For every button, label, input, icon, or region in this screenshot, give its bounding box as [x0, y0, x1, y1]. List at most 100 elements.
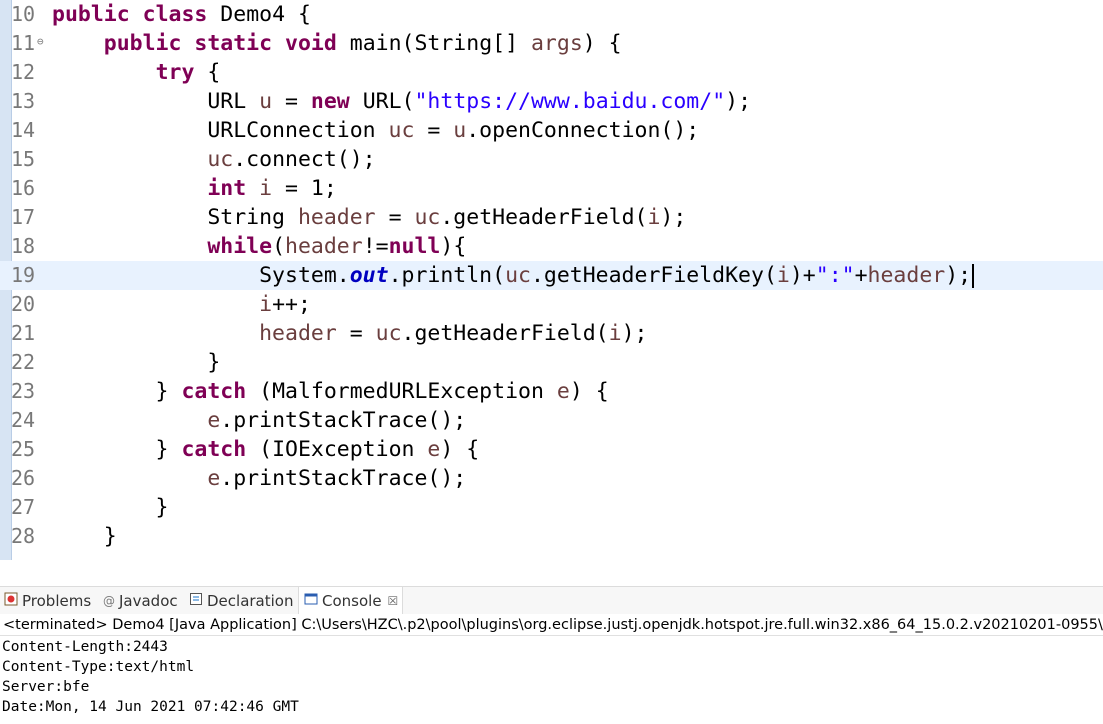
code-token: =: [336, 321, 376, 346]
code-token: e: [207, 408, 221, 433]
code-line[interactable]: 27 }: [0, 493, 1103, 522]
code-token: {: [194, 60, 221, 85]
code-line[interactable]: 22 }: [0, 348, 1103, 377]
code-token: uc: [414, 205, 441, 230]
code-line[interactable]: 28 }: [0, 522, 1103, 551]
view-tab-bar: Problems @ Javadoc Declaration Console ☒: [0, 586, 1103, 615]
code-line[interactable]: 18 while(header!=null){: [0, 232, 1103, 261]
code-line[interactable]: 13 URL u = new URL("https://www.baidu.co…: [0, 87, 1103, 116]
code-token: );: [945, 263, 972, 288]
code-token: +: [854, 263, 868, 288]
code-line[interactable]: 17 String header = uc.getHeaderField(i);: [0, 203, 1103, 232]
line-number: 27: [11, 495, 36, 519]
tab-problems-label: Problems: [22, 592, 92, 610]
code-token: [52, 147, 207, 172]
code-token: .getHeaderField(: [440, 205, 648, 230]
code-token: static: [194, 31, 273, 56]
code-token: main(String[]: [336, 31, 531, 56]
line-number: 16: [11, 176, 36, 200]
code-token: e: [427, 437, 441, 462]
code-token: ) {: [440, 437, 480, 462]
code-token: (IOException: [246, 437, 428, 462]
code-token: = 1;: [272, 176, 337, 201]
code-token: i: [259, 292, 273, 317]
code-line[interactable]: 26 e.printStackTrace();: [0, 464, 1103, 493]
code-line[interactable]: 24 e.printStackTrace();: [0, 406, 1103, 435]
code-token: try: [155, 60, 195, 85]
tab-declaration[interactable]: Declaration: [189, 587, 293, 615]
code-token: uc: [388, 118, 415, 143]
tab-javadoc[interactable]: @ Javadoc: [103, 587, 178, 615]
problems-icon: [4, 592, 18, 610]
code-token: [246, 176, 259, 201]
code-token: u: [453, 118, 467, 143]
code-line[interactable]: 19 System.out.println(uc.getHeaderFieldK…: [0, 261, 1103, 290]
code-token: [181, 31, 194, 56]
line-number: 12: [11, 60, 36, 84]
tab-console[interactable]: Console ☒: [298, 587, 404, 615]
code-token: [52, 60, 156, 85]
code-text: public class Demo4 {: [52, 0, 311, 29]
code-text: public static void main(String[] args) {: [52, 29, 622, 58]
line-number: 11: [11, 31, 36, 55]
line-number: 20: [11, 292, 36, 316]
code-token: uc: [505, 263, 531, 288]
code-token: public: [103, 31, 182, 56]
code-line[interactable]: 25 } catch (IOException e) {: [0, 435, 1103, 464]
tab-problems[interactable]: Problems: [4, 587, 91, 615]
code-token: (: [272, 234, 286, 259]
code-token: System.: [52, 263, 350, 288]
code-token: [52, 466, 207, 491]
console-line: Content-Length:2443: [2, 639, 168, 655]
code-token: [52, 176, 207, 201]
code-token: );: [660, 205, 687, 230]
code-token: }: [52, 350, 221, 375]
code-token: [52, 234, 207, 259]
code-line[interactable]: 21 header = uc.getHeaderField(i);: [0, 319, 1103, 348]
code-token: );: [621, 321, 648, 346]
text-caret: [972, 264, 974, 288]
line-number: 25: [11, 437, 36, 461]
code-text: e.printStackTrace();: [52, 464, 466, 493]
code-text: } catch (MalformedURLException e) {: [52, 377, 609, 406]
code-token: catch: [181, 437, 247, 462]
code-token: .println(: [388, 263, 506, 288]
code-token: header: [259, 321, 337, 346]
console-line: Content-Type:text/html: [2, 659, 195, 675]
code-token: e: [556, 379, 570, 404]
code-text: int i = 1;: [52, 174, 337, 203]
code-line[interactable]: 20 i++;: [0, 290, 1103, 319]
code-token: uc: [207, 147, 234, 172]
code-line[interactable]: 15 uc.connect();: [0, 145, 1103, 174]
code-token: class: [142, 2, 208, 27]
code-line[interactable]: 11⊖ public static void main(String[] arg…: [0, 29, 1103, 58]
code-token: }: [52, 437, 182, 462]
code-line[interactable]: 23 } catch (MalformedURLException e) {: [0, 377, 1103, 406]
line-number: 18: [11, 234, 36, 258]
fold-toggle-icon[interactable]: ⊖: [37, 35, 44, 48]
code-token: .printStackTrace();: [220, 408, 467, 433]
tab-javadoc-label: Javadoc: [119, 592, 178, 610]
console-line: Server:bfe: [2, 679, 90, 695]
code-token: new: [310, 89, 350, 114]
close-icon[interactable]: ☒: [387, 594, 399, 608]
code-text: String header = uc.getHeaderField(i);: [52, 203, 686, 232]
code-token: out: [349, 263, 389, 288]
code-token: header: [297, 205, 376, 230]
code-token: null: [388, 234, 441, 259]
code-line[interactable]: 14 URLConnection uc = u.openConnection()…: [0, 116, 1103, 145]
code-token: header: [285, 234, 363, 259]
code-token: e: [207, 466, 221, 491]
code-token: .openConnection();: [466, 118, 700, 143]
code-line[interactable]: 16 int i = 1;: [0, 174, 1103, 203]
line-number: 17: [11, 205, 36, 229]
code-token: [52, 321, 259, 346]
code-token: !=: [362, 234, 389, 259]
code-token: (MalformedURLException: [246, 379, 557, 404]
code-token: =: [414, 118, 454, 143]
code-line[interactable]: 12 try {: [0, 58, 1103, 87]
